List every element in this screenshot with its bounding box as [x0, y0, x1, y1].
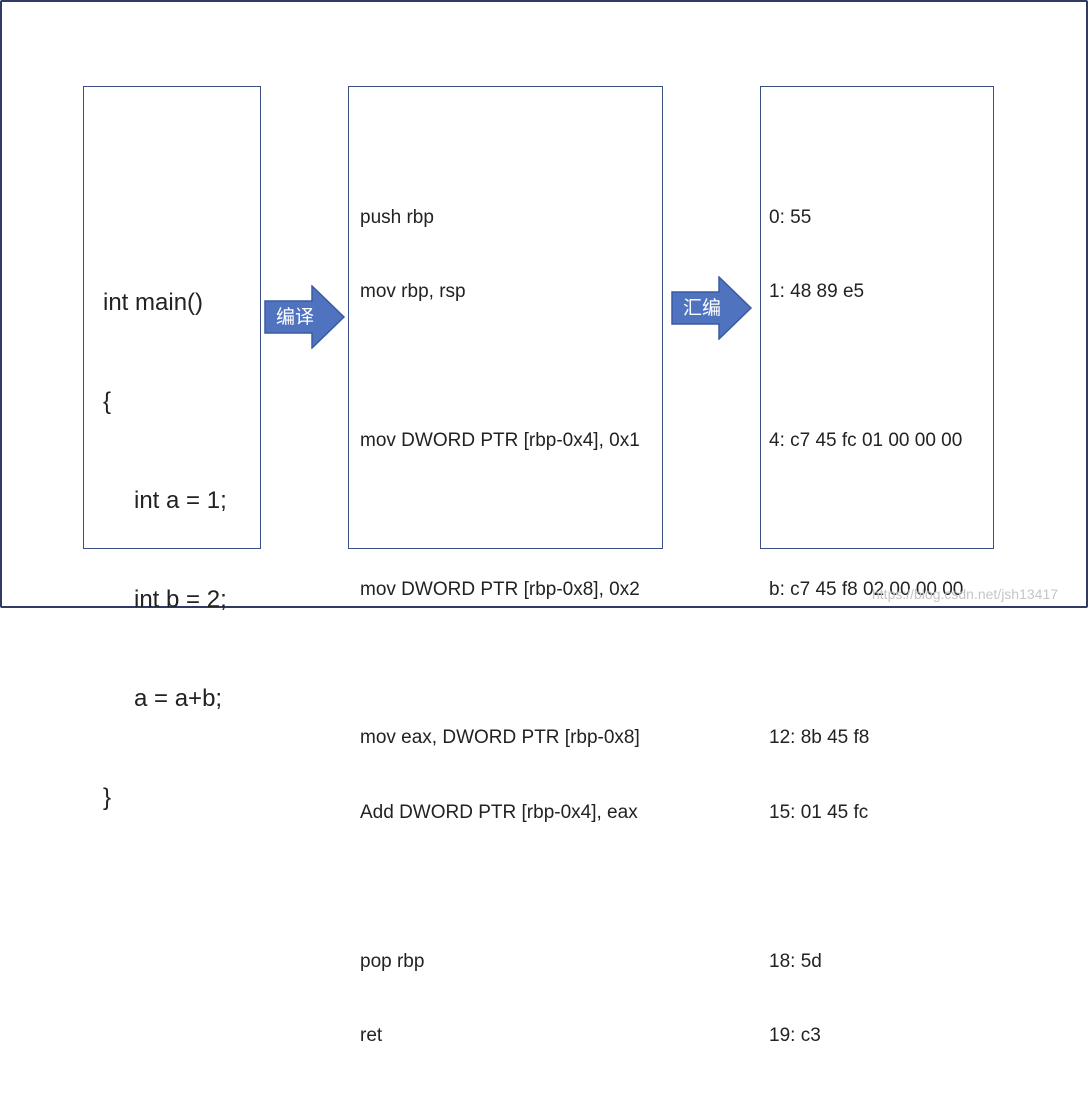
assemble-arrow: 汇编 [671, 276, 753, 340]
assembly-line [360, 875, 640, 900]
machine-code: 0: 55 1: 48 89 e5 4: c7 45 fc 01 00 00 0… [769, 156, 963, 1098]
source-line: { [103, 388, 112, 415]
assembly-code-panel: push rbp mov rbp, rsp mov DWORD PTR [rbp… [348, 86, 663, 1046]
machine-code-line: b: c7 45 f8 02 00 00 00 [769, 578, 964, 600]
compile-label: 编译 [275, 306, 314, 328]
source-line: int main() [103, 289, 204, 316]
machine-code-line: 0: 55 [769, 206, 812, 228]
source-line: } [103, 784, 112, 811]
assembly-line: Add DWORD PTR [rbp-0x4], eax [360, 801, 638, 823]
assembly-line: ret [360, 1024, 383, 1046]
compile-arrow: 编译 [264, 285, 346, 349]
source-code-panel: int main() { int a = 1; int b = 2; a = a… [83, 86, 261, 811]
assembly-line: mov rbp, rsp [360, 280, 466, 302]
machine-code-line [769, 652, 963, 677]
machine-code-line: 15: 01 45 fc [769, 801, 869, 823]
assembly-line: pop rbp [360, 950, 425, 972]
slide-frame [0, 0, 1088, 608]
machine-code-line: 1: 48 89 e5 [769, 280, 865, 302]
assembly-line: mov eax, DWORD PTR [rbp-0x8] [360, 727, 640, 749]
assembly-line [360, 652, 640, 677]
machine-code-line: 19: c3 [769, 1024, 821, 1046]
machine-code-line: 18: 5d [769, 950, 822, 972]
assembly-line [360, 354, 640, 379]
source-line: int b = 2; [134, 586, 227, 613]
assembly-line: mov DWORD PTR [rbp-0x8], 0x2 [360, 578, 640, 600]
right-arrow-icon [264, 285, 346, 349]
machine-code-panel: 0: 55 1: 48 89 e5 4: c7 45 fc 01 00 00 0… [760, 86, 994, 1046]
machine-code-line: 12: 8b 45 f8 [769, 727, 870, 749]
right-arrow-icon [671, 276, 753, 340]
assembly-line: mov DWORD PTR [rbp-0x4], 0x1 [360, 429, 640, 451]
machine-code-line: 4: c7 45 fc 01 00 00 00 [769, 429, 963, 451]
source-line: int a = 1; [134, 487, 227, 514]
assembly-line [360, 503, 640, 528]
watermark: https://blog.csdn.net/jsh13417 [872, 586, 1059, 602]
source-code: int main() { int a = 1; int b = 2; a = a… [103, 220, 227, 880]
assembly-line: push rbp [360, 206, 434, 228]
machine-code-line [769, 354, 963, 379]
source-line: a = a+b; [134, 685, 223, 712]
machine-code-line [769, 503, 963, 528]
machine-code-line [769, 875, 963, 900]
assemble-label: 汇编 [682, 297, 721, 319]
assembly-code: push rbp mov rbp, rsp mov DWORD PTR [rbp… [360, 156, 640, 1098]
